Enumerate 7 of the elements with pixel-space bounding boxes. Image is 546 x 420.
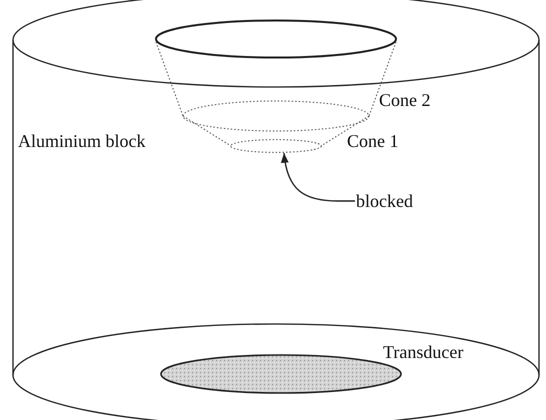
part-label: Cone 2: [379, 90, 430, 110]
leader-line: [281, 152, 355, 202]
part-label: Aluminium block: [18, 131, 146, 151]
callout-label: blocked: [356, 191, 413, 211]
cone-bottom-ellipse: [230, 139, 322, 153]
part-label: Cone 1: [347, 131, 398, 151]
part-label: Transducer: [383, 342, 464, 362]
